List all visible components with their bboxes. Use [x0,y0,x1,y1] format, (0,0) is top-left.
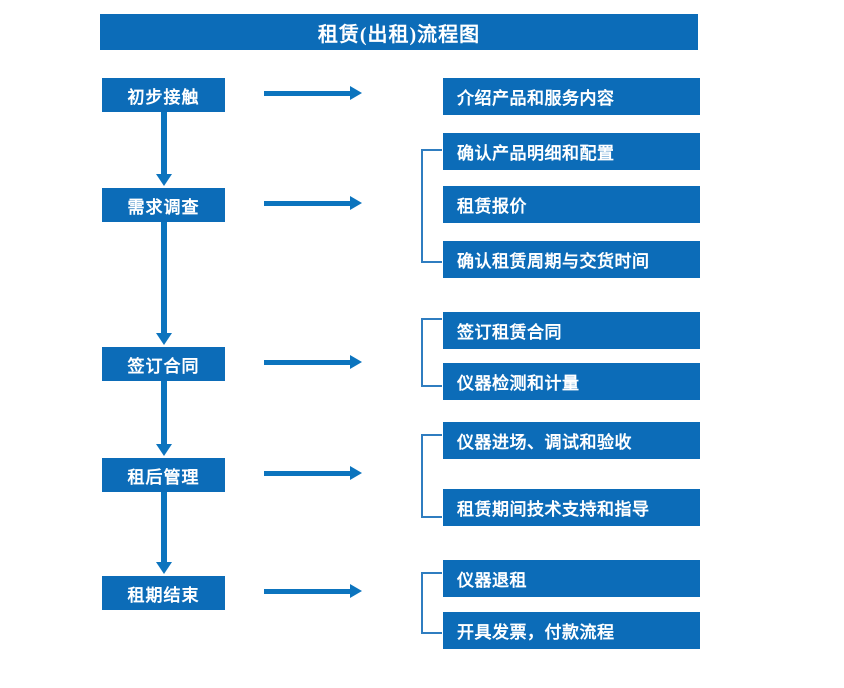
detail-box-instrument-return[interactable]: 仪器退租 [443,560,700,597]
arrow-to-end [264,584,362,598]
detail-box-technical-support[interactable]: 租赁期间技术支持和指导 [443,489,700,526]
stage-box-lease-end[interactable]: 租期结束 [102,576,225,610]
arrow-shaft [264,91,352,96]
arrow-shaft [161,492,167,562]
bracket-management [421,434,442,518]
detail-box-introduce-products[interactable]: 介绍产品和服务内容 [443,78,700,115]
stage-box-post-lease-management[interactable]: 租后管理 [102,458,225,492]
bracket-end [421,572,442,634]
detail-box-instrument-installation[interactable]: 仪器进场、调试和验收 [443,422,700,459]
arrow-management-to-end [156,492,172,574]
arrow-head [156,333,172,345]
arrow-to-requirements [264,196,362,210]
arrow-shaft [161,381,167,444]
detail-box-invoice-payment[interactable]: 开具发票，付款流程 [443,612,700,649]
arrow-head [350,196,362,210]
detail-box-confirm-product-details[interactable]: 确认产品明细和配置 [443,133,700,170]
arrow-head [156,562,172,574]
arrow-to-management [264,466,362,480]
arrow-head [156,174,172,186]
arrow-shaft [264,360,352,365]
arrow-shaft [264,471,352,476]
detail-box-sign-rental-contract[interactable]: 签订租赁合同 [443,312,700,349]
arrow-head [156,444,172,456]
arrow-contract-to-management [156,381,172,456]
detail-box-confirm-period-delivery[interactable]: 确认租赁周期与交货时间 [443,241,700,278]
bracket-contract [421,318,442,387]
detail-box-instrument-inspection[interactable]: 仪器检测和计量 [443,363,700,400]
detail-box-rental-quote[interactable]: 租赁报价 [443,186,700,223]
arrow-head [350,355,362,369]
arrow-shaft [264,589,352,594]
arrow-shaft [161,222,167,333]
bracket-requirements [421,149,442,263]
arrow-head [350,86,362,100]
arrow-survey-to-contract [156,222,172,345]
arrow-to-contract [264,355,362,369]
arrow-contact-to-survey [156,112,172,186]
arrow-shaft [264,201,352,206]
arrow-shaft [161,112,167,174]
flowchart-title-banner: 租赁(出租)流程图 [100,14,698,50]
arrow-head [350,466,362,480]
stage-box-demand-survey[interactable]: 需求调查 [102,188,225,222]
arrow-to-intro [264,86,362,100]
stage-box-sign-contract[interactable]: 签订合同 [102,347,225,381]
stage-box-initial-contact[interactable]: 初步接触 [102,78,225,112]
arrow-head [350,584,362,598]
